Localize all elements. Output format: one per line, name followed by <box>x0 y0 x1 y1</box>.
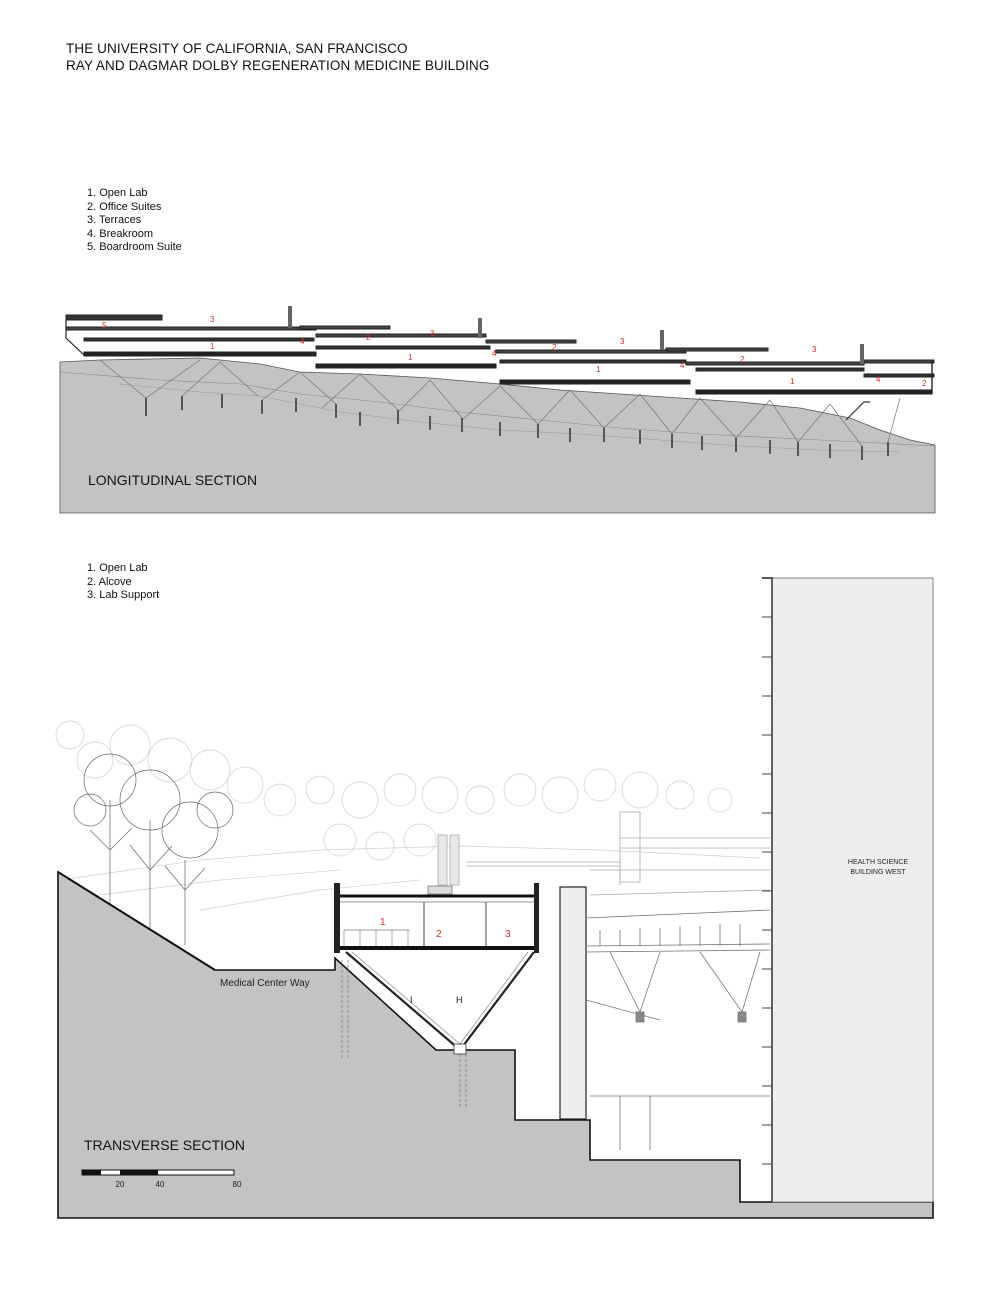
legend-item: 4. Breakroom <box>87 227 154 240</box>
building-label: HEALTH SCIENCE <box>848 859 908 866</box>
space-number: 2 <box>436 929 442 940</box>
space-number: 2 <box>552 343 557 352</box>
building-floor-ticks <box>762 616 772 1165</box>
foreground-trees <box>73 753 234 945</box>
longitudinal-section-drawing: 5 3 1 4 2 3 1 4 2 3 1 4 2 3 1 4 2 LONGIT… <box>59 306 936 514</box>
space-number: 1 <box>408 353 413 362</box>
space-number: 5 <box>102 321 107 330</box>
space-number: 2 <box>740 355 745 364</box>
transverse-ground <box>57 870 934 1219</box>
space-number: 3 <box>210 315 215 324</box>
connector-bridge <box>585 909 771 1150</box>
lab-building-section: I H <box>334 883 539 1108</box>
scale-bar <box>81 1169 235 1176</box>
transverse-legend: 1. Open Lab 2. Alcove 3. Lab Support <box>87 562 159 603</box>
space-number: 4 <box>680 361 685 370</box>
space-number: 1 <box>380 917 386 928</box>
space-number: 4 <box>492 349 497 358</box>
space-number: 4 <box>876 375 881 384</box>
longitudinal-ground <box>59 357 936 514</box>
scale-tick-label: 20 <box>116 1180 125 1189</box>
transverse-section-drawing: HEALTH SCIENCE BUILDING WEST I H 1 2 3 M… <box>55 577 934 1219</box>
longitudinal-building <box>65 306 935 395</box>
space-number: 3 <box>620 337 625 346</box>
svg-text:H: H <box>456 995 463 1005</box>
background-buildings <box>437 811 771 896</box>
space-number: 3 <box>505 929 511 940</box>
longitudinal-struts <box>99 359 901 460</box>
space-number: 1 <box>790 377 795 386</box>
scale-tick-label: 40 <box>156 1180 165 1189</box>
space-number: 2 <box>922 379 927 388</box>
legend-item: 1. Open Lab <box>87 562 148 574</box>
legend-item: 3. Lab Support <box>87 589 160 601</box>
longitudinal-section-label: LONGITUDINAL SECTION <box>88 472 257 488</box>
concrete-column <box>559 886 587 1120</box>
transverse-section-label: TRANSVERSE SECTION <box>84 1137 245 1153</box>
legend-item: 3. Terraces <box>87 214 142 226</box>
legend-item: 1. Open Lab <box>87 187 148 199</box>
drawing-title: THE UNIVERSITY OF CALIFORNIA, SAN FRANCI… <box>66 40 489 74</box>
title-line-2: RAY AND DAGMAR DOLBY REGENERATION MEDICI… <box>66 58 490 73</box>
space-number: 1 <box>596 365 601 374</box>
legend-item: 2. Office Suites <box>87 200 162 213</box>
space-number: 1 <box>210 342 215 351</box>
space-number: 3 <box>430 329 435 338</box>
svg-text:I: I <box>410 995 413 1005</box>
space-number: 4 <box>300 337 305 346</box>
title-line-1: THE UNIVERSITY OF CALIFORNIA, SAN FRANCI… <box>66 41 408 56</box>
legend-item: 2. Alcove <box>87 575 132 588</box>
building-label: BUILDING WEST <box>850 869 906 876</box>
legend-item: 5. Boardroom Suite <box>87 241 182 253</box>
space-number: 3 <box>812 345 817 354</box>
street-label: Medical Center Way <box>220 978 310 989</box>
health-science-building <box>771 577 934 1203</box>
background-trees <box>55 720 761 911</box>
longitudinal-legend: 1. Open Lab 2. Office Suites 3. Terraces… <box>87 187 182 255</box>
scale-tick-label: 80 <box>233 1180 242 1189</box>
space-number: 2 <box>366 333 371 342</box>
